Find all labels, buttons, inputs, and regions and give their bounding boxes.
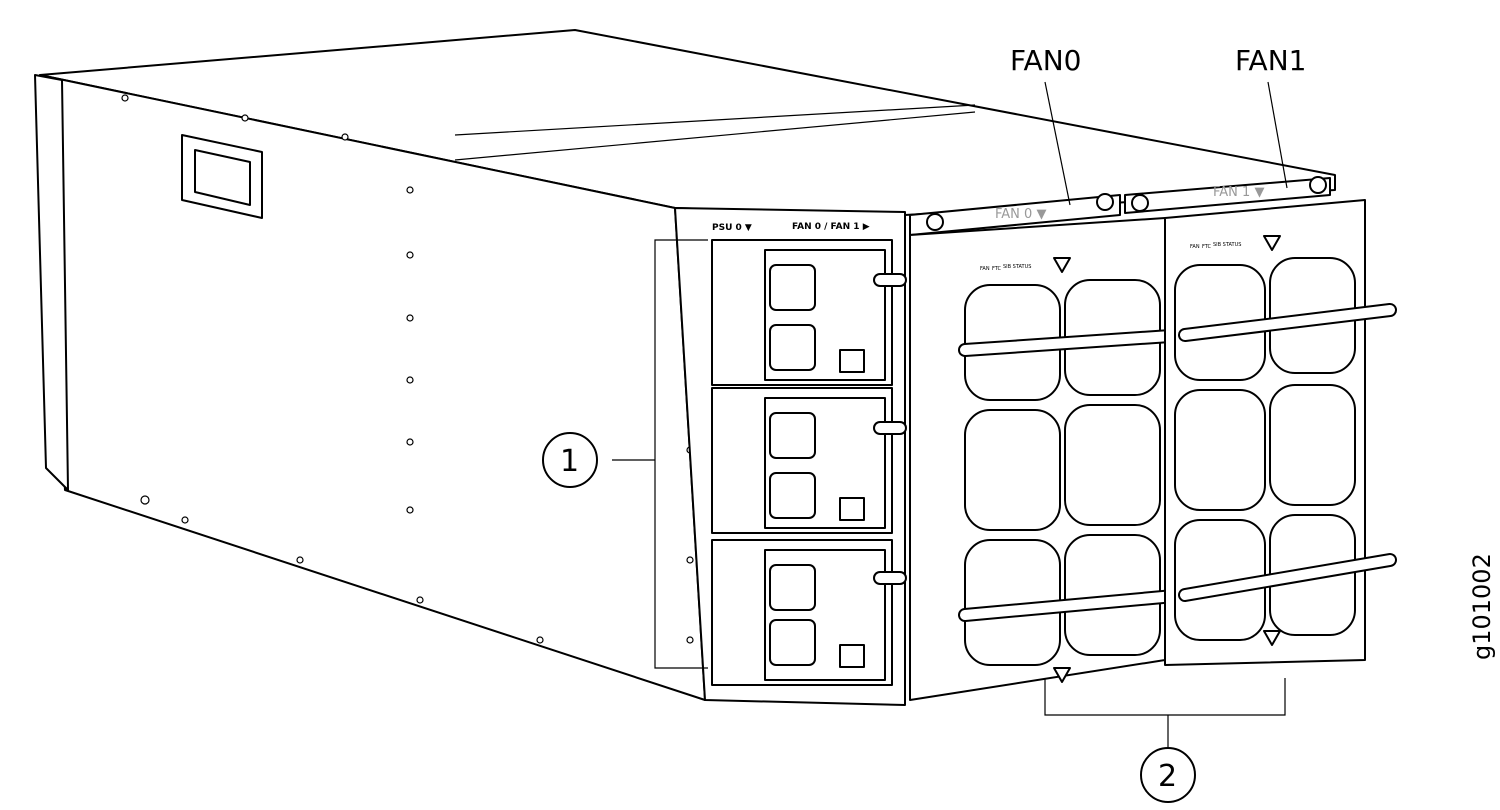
psu0-label: PSU 0 ▼ — [712, 223, 752, 233]
psu-2 — [711, 539, 907, 686]
svg-text:FAN: FAN — [1190, 244, 1200, 250]
rack-ear — [34, 74, 69, 491]
fan1-tray-label: FAN 1 ▼ — [1213, 185, 1264, 200]
fan1-leader — [1267, 81, 1288, 189]
fan-tray-1: FAN 1 ▼ FAN FTC SIB STATUS — [1124, 176, 1397, 666]
svg-text:FTC: FTC — [992, 266, 1002, 272]
svg-text:1: 1 — [560, 444, 579, 479]
fan0-leader — [1044, 81, 1071, 206]
fan0-callout: FAN0 — [1010, 44, 1081, 77]
psu-1 — [711, 387, 907, 534]
svg-text:2: 2 — [1158, 759, 1177, 794]
top-seam — [454, 111, 976, 161]
callout-2: 2 — [1044, 678, 1286, 803]
top-seam — [454, 104, 976, 136]
fan-tray-0: FAN 0 ▼ FAN FTC SIB STATUS — [909, 193, 1192, 701]
svg-text:FTC: FTC — [1202, 244, 1212, 250]
figure-id: g101002 — [1468, 553, 1496, 660]
svg-text:SIB STATUS: SIB STATUS — [1213, 242, 1241, 248]
side-handle — [181, 134, 263, 219]
fan-direction-label: FAN 0 / FAN 1 ▶ — [792, 222, 870, 232]
callout-1: 1 — [542, 239, 708, 669]
fan0-tray-label: FAN 0 ▼ — [995, 207, 1046, 222]
svg-text:SIB STATUS: SIB STATUS — [1003, 264, 1031, 270]
warning-icon — [1053, 667, 1071, 683]
psu-0 — [711, 239, 907, 386]
warning-icon — [1263, 235, 1281, 251]
fan1-leds: FAN FTC SIB STATUS — [1190, 242, 1241, 250]
svg-text:FAN: FAN — [980, 266, 990, 272]
fan1-callout: FAN1 — [1235, 44, 1306, 77]
fan0-leds: FAN FTC SIB STATUS — [980, 264, 1031, 272]
warning-icon — [1263, 630, 1281, 646]
warning-icon — [1053, 257, 1071, 273]
